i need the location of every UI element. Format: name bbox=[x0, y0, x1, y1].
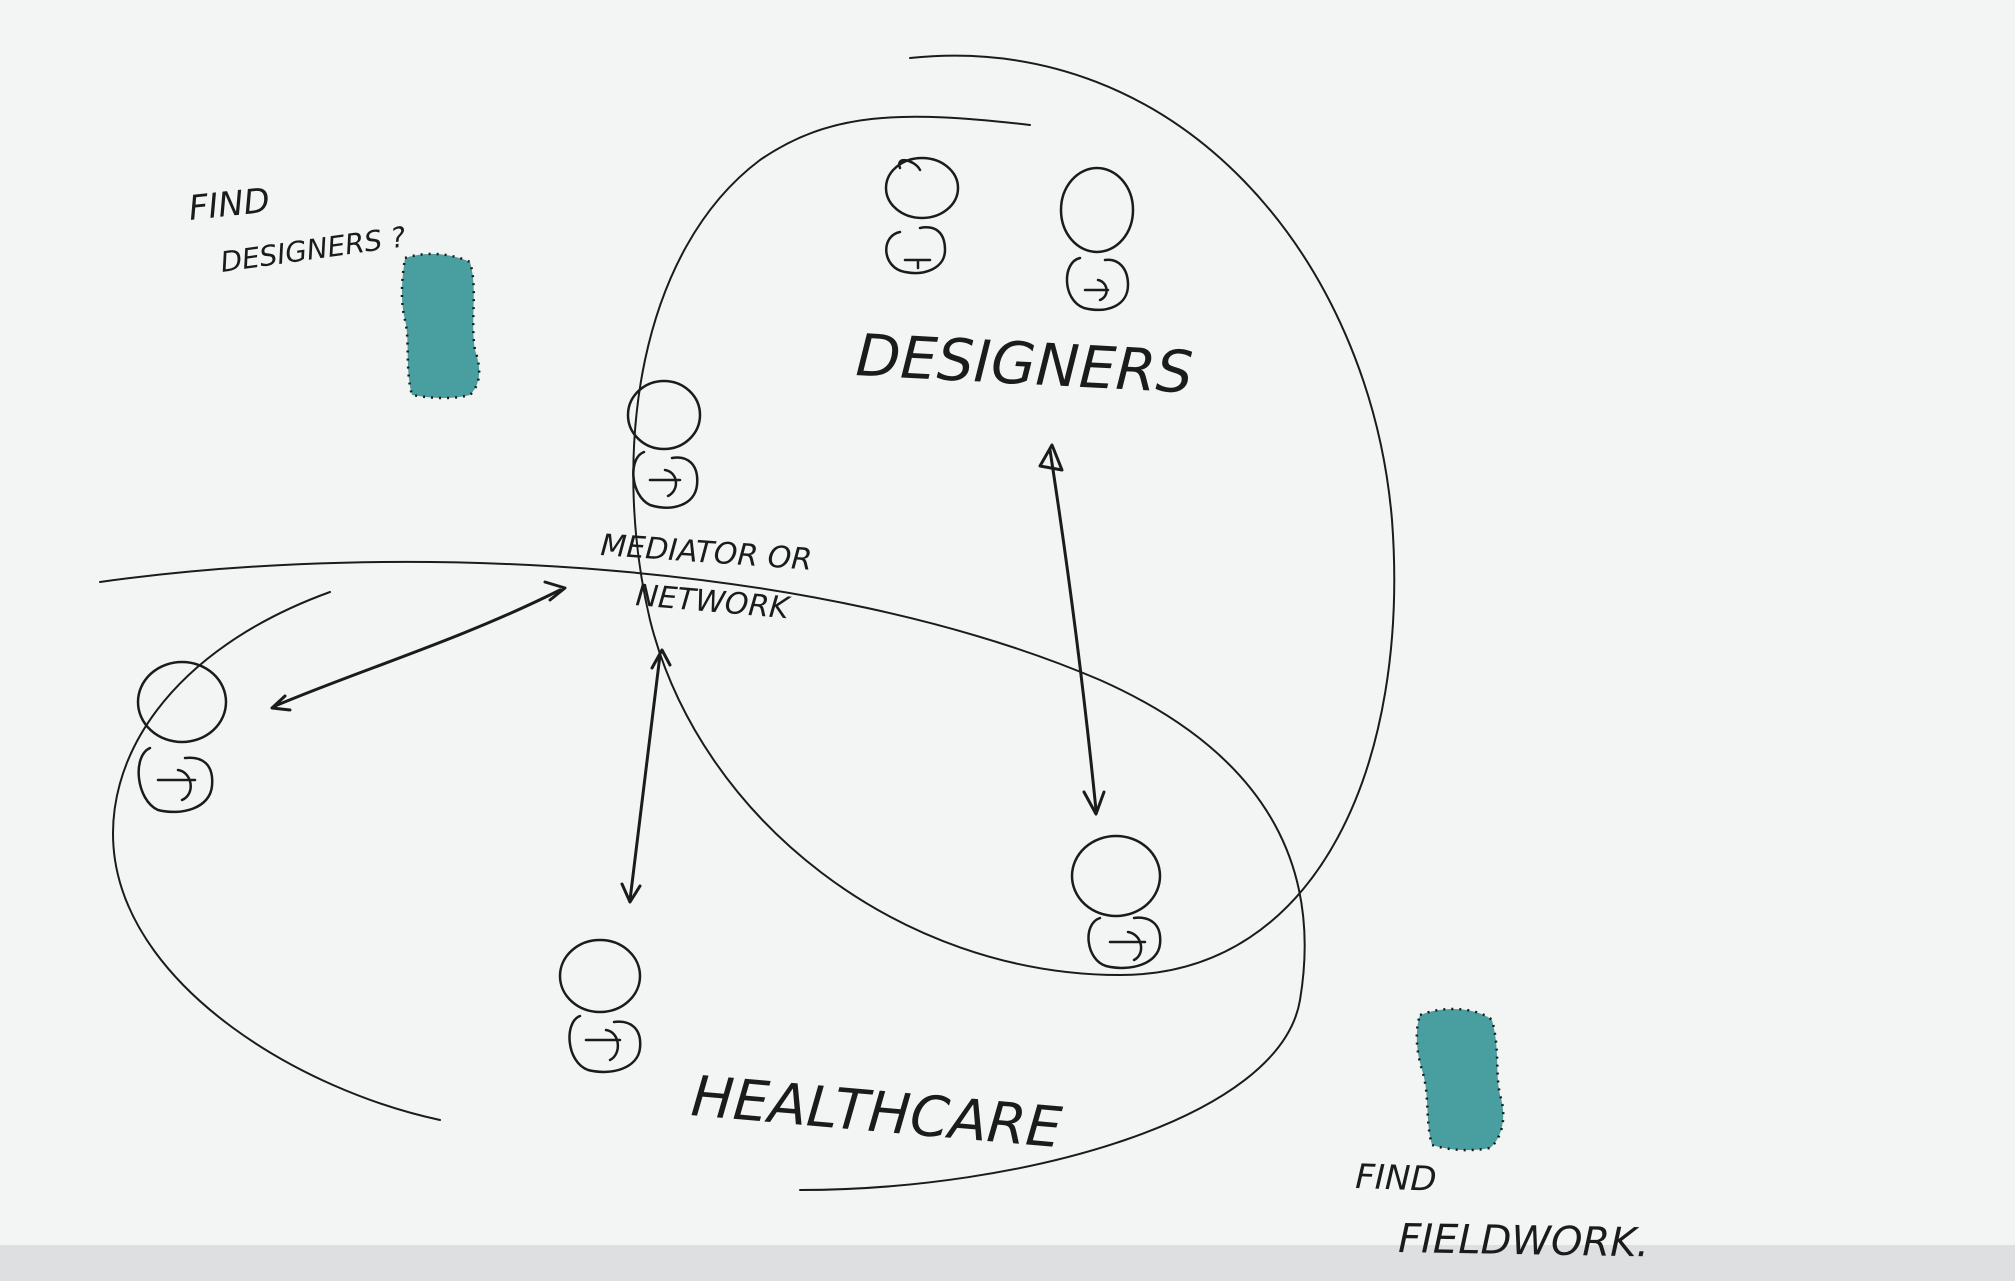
person-icon-left bbox=[136, 660, 228, 814]
person-icon-designer-1 bbox=[884, 156, 960, 275]
find-fieldwork-marker bbox=[1415, 1007, 1505, 1152]
paper-bottom-edge bbox=[0, 1245, 2015, 1281]
center-label-line2: NETWORK bbox=[634, 578, 792, 626]
group-label-healthcare: HEALTHCARE bbox=[689, 1064, 1065, 1161]
paper-sheet bbox=[0, 0, 2015, 1245]
note-find-designers-line1: FIND bbox=[187, 181, 272, 229]
healthcare-ellipse-inner bbox=[112, 591, 441, 1121]
center-label-line1: MEDIATOR OR bbox=[599, 528, 813, 578]
person-icon-shared bbox=[1070, 834, 1162, 970]
note-find-fieldwork-line2: FIELDWORK. bbox=[1398, 1216, 1650, 1266]
person-icon-designer-2 bbox=[1059, 166, 1135, 312]
healthcare-ellipse bbox=[99, 560, 1306, 1191]
note-find-designers-line2: DESIGNERS ? bbox=[218, 220, 408, 279]
designers-ellipse bbox=[632, 54, 1396, 976]
note-find-fieldwork-line1: FIND bbox=[1355, 1157, 1438, 1200]
group-label-designers: DESIGNERS bbox=[854, 321, 1194, 407]
person-icon-mediator bbox=[626, 379, 702, 509]
find-designers-marker bbox=[400, 252, 481, 400]
arrow-designers-to-shared bbox=[1038, 443, 1106, 816]
person-icon-healthcare bbox=[558, 938, 642, 1074]
arrow-left-to-mediator bbox=[270, 580, 567, 712]
arrow-mediator-to-healthcare bbox=[620, 648, 672, 904]
